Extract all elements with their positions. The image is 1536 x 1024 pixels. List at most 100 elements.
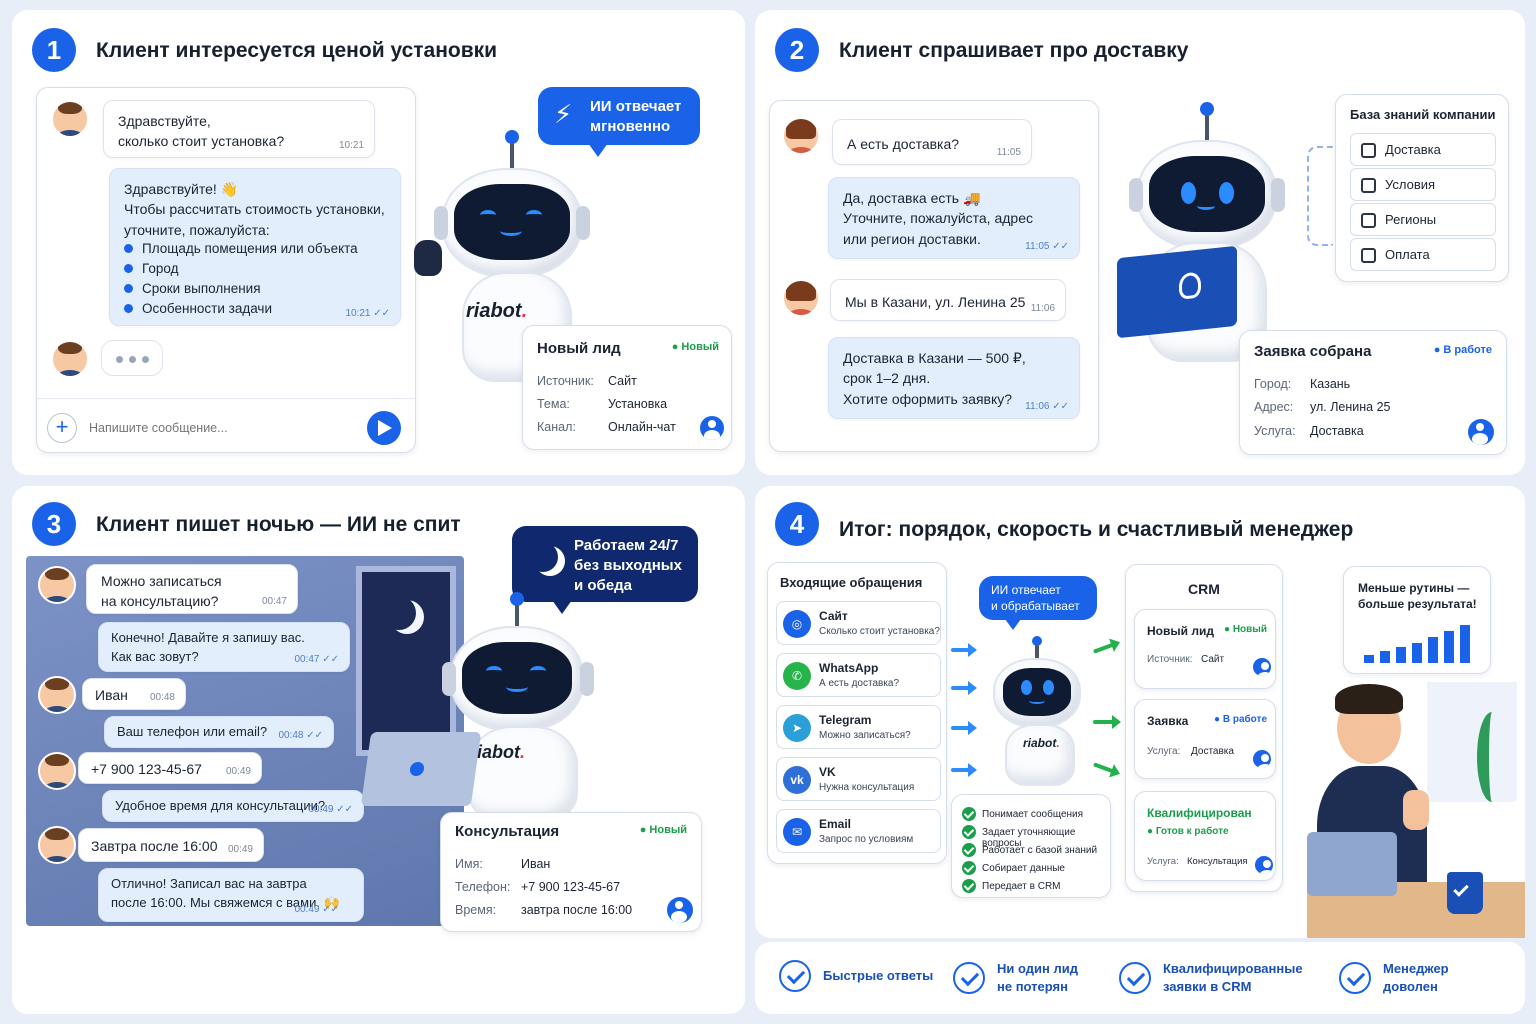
kb-item-payment[interactable]: Оплата — [1350, 238, 1496, 271]
whatsapp-icon: ✆ — [783, 662, 811, 690]
night-window — [356, 566, 456, 756]
message-composer: + — [37, 398, 415, 454]
robot-reading-mascot — [1117, 102, 1287, 372]
crm-panel: CRM Новый лид ● Новый Источник: Сайт Зая… — [1125, 564, 1283, 892]
kb-item-delivery[interactable]: Доставка — [1350, 133, 1496, 166]
client-message: Завтра после 16:00 00:49 — [78, 828, 264, 862]
client-avatar — [782, 117, 820, 155]
lightning-icon: ⚡ — [554, 99, 573, 129]
client-message: Иван 00:48 — [82, 678, 186, 710]
crm-card-qualified[interactable]: Квалифицирован ● Готов к работе Услуга: … — [1134, 791, 1276, 881]
instant-answer-callout: ⚡ ИИ отвечает мгновенно — [538, 87, 700, 157]
client-avatar — [38, 752, 76, 790]
lightbulb-icon — [1179, 271, 1201, 300]
wallet-icon — [1361, 248, 1376, 263]
panel-1: 1 Клиент интересуется ценой установки Зд… — [12, 10, 745, 475]
arrow-in — [951, 643, 977, 657]
arrow-out — [1092, 642, 1116, 654]
user-icon — [700, 416, 724, 440]
panel-2-title: Клиент спрашивает про доставку — [839, 39, 1189, 62]
client-message: А есть доставка? 11:05 — [832, 119, 1032, 165]
user-icon — [1255, 856, 1273, 874]
arrow-out — [1092, 762, 1116, 774]
bot-reply: Конечно! Давайте я запишу вас.Как вас зо… — [98, 622, 350, 672]
brand-logo: riabot. — [1023, 736, 1060, 750]
check-icon — [779, 960, 811, 992]
client-avatar — [38, 566, 76, 604]
client-avatar — [51, 340, 89, 378]
brand-logo: riabot. — [470, 742, 526, 762]
send-icon — [378, 420, 392, 436]
pointing-hand — [414, 240, 442, 276]
status-badge: ● Новый — [639, 824, 687, 836]
lead-card: Новый лид ● Новый Источник: Сайт Тема: У… — [522, 325, 732, 450]
check-icon — [1119, 961, 1151, 994]
book-icon — [1117, 245, 1237, 339]
user-icon — [1253, 750, 1271, 768]
step-number-2: 2 — [775, 28, 819, 72]
arrow-in — [951, 763, 977, 777]
client-avatar — [782, 279, 820, 317]
plant-icon — [1477, 712, 1507, 802]
telegram-icon: ➤ — [783, 714, 811, 742]
connector-dashed — [1307, 146, 1333, 246]
ai-features: Понимает сообщения Задает уточняющие воп… — [951, 794, 1111, 898]
typing-indicator — [101, 340, 163, 376]
moon-icon — [528, 542, 558, 572]
manager-speech-bubble: Меньше рутины — больше результата! — [1343, 566, 1491, 674]
vk-icon: vk — [783, 766, 811, 794]
crm-card-new[interactable]: Новый лид ● Новый Источник: Сайт — [1134, 609, 1276, 689]
panel-3: 3 Клиент пишет ночью — ИИ не спит Можно … — [12, 486, 745, 1014]
requirements-list: Площадь помещения или объекта Город Срок… — [122, 239, 358, 319]
ai-process-callout: ИИ отвечает и обрабатывает — [979, 576, 1097, 630]
kb-item-regions[interactable]: Регионы — [1350, 203, 1496, 236]
bot-reply: Ваш телефон или email? 00:48 ✓✓ — [104, 716, 334, 748]
add-attachment-button[interactable]: + — [47, 413, 77, 443]
message-input[interactable] — [89, 413, 349, 443]
truck-icon — [1361, 143, 1376, 158]
check-icon — [1339, 961, 1371, 994]
arrow-in — [951, 721, 977, 735]
panel-2: 2 Клиент спрашивает про доставку А есть … — [755, 10, 1525, 475]
client-avatar — [51, 100, 89, 138]
24-7-callout: Работаем 24/7 без выходных и обеда — [512, 526, 698, 614]
arrow-out — [1093, 715, 1121, 729]
laptop-icon — [360, 732, 482, 806]
user-icon — [1253, 658, 1271, 676]
step-number-1: 1 — [32, 28, 76, 72]
robot-laptop-mascot: riabot. — [442, 592, 594, 822]
chat-window-2: А есть доставка? 11:05 Да, доставка есть… — [769, 100, 1099, 452]
panel-4-title: Итог: порядок, скорость и счастливый мен… — [839, 518, 1354, 541]
bot-reply: Здравствуйте! 👋 Чтобы рассчитать стоимос… — [109, 168, 401, 326]
client-message: Мы в Казани, ул. Ленина 25 11:06 — [830, 279, 1066, 321]
check-icon — [953, 961, 985, 994]
moon-icon — [382, 596, 416, 630]
kb-item-terms[interactable]: Условия — [1350, 168, 1496, 201]
document-icon — [1361, 178, 1376, 193]
status-badge: ● В работе — [1433, 344, 1492, 356]
globe-icon: ◎ — [783, 610, 811, 638]
growth-chart-icon — [1364, 623, 1474, 663]
send-button[interactable] — [367, 411, 401, 445]
manager-illustration — [1307, 682, 1525, 938]
crm-card-inprogress[interactable]: Заявка ● В работе Услуга: Доставка — [1134, 699, 1276, 779]
panel-3-title: Клиент пишет ночью — ИИ не спит — [96, 513, 461, 536]
bot-reply: Да, доставка есть 🚚 Уточните, пожалуйста… — [828, 177, 1080, 259]
knowledge-base: База знаний компании Доставка Условия Ре… — [1335, 94, 1509, 282]
client-avatar — [38, 826, 76, 864]
mug-icon — [1447, 872, 1483, 914]
deal-card: Заявка собрана ● В работе Город: Казань … — [1239, 330, 1507, 455]
user-icon — [1468, 419, 1494, 445]
